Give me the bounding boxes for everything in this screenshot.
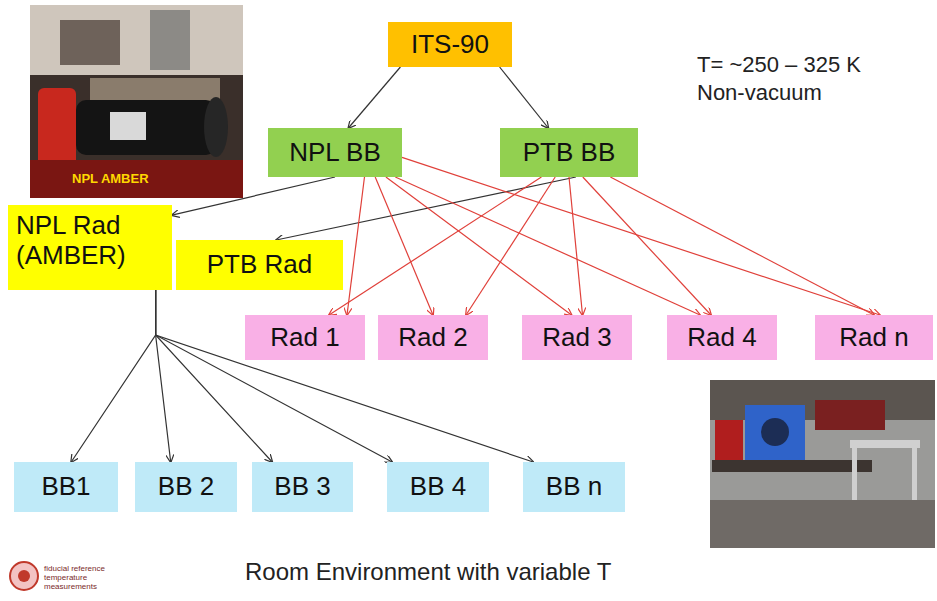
box-text: Rad 4 (687, 323, 756, 353)
photo-table (712, 460, 872, 472)
condition-note: Non-vacuum (697, 80, 822, 105)
arrow-connector (156, 290, 393, 462)
arrow-connector (375, 177, 433, 315)
radiometer-box: Rad 3 (522, 315, 632, 360)
arrow-connector (172, 177, 335, 215)
box-text: NPL BB (289, 138, 381, 168)
arrow-connector (466, 177, 555, 315)
condition-note: T= ~250 – 325 K (697, 52, 861, 77)
radiometer-box: Rad 4 (667, 315, 777, 360)
photo-stand (150, 10, 190, 70)
arrow-connector (500, 67, 549, 128)
arrow-connector (386, 177, 572, 315)
box-text: NPL Rad (AMBER) (16, 211, 164, 271)
photo-red-cylinder (38, 88, 76, 168)
arrow-connector (156, 290, 171, 462)
photo-background (30, 5, 243, 198)
photo-instrument (60, 20, 120, 65)
radiometer-box: PTB Rad (176, 240, 343, 290)
blackbody-box: NPL BB (268, 128, 402, 177)
blackbody-box: BB n (523, 462, 625, 512)
logo (10, 562, 38, 590)
arrow-connector (329, 177, 541, 315)
box-text: PTB BB (523, 138, 615, 168)
blackbody-box: PTB BB (500, 128, 638, 177)
lab-photo (710, 380, 935, 548)
photo-aperture (761, 418, 789, 446)
blackbody-box: BB 3 (252, 462, 353, 512)
box-text: ITS-90 (411, 30, 489, 60)
photo-trolley (850, 440, 920, 448)
photo-wall (30, 5, 243, 75)
photo-floor (30, 160, 243, 198)
box-text: Rad n (839, 323, 908, 353)
radiometer-box: Rad 1 (245, 315, 365, 360)
radiometer-box: Rad n (815, 315, 933, 360)
photo-floor (710, 500, 935, 548)
box-text: BB 2 (158, 472, 214, 502)
radiometer-box: Rad 2 (378, 315, 488, 360)
arrow-connector (71, 290, 155, 462)
caption: Room Environment with variable T (245, 558, 611, 586)
photo-background (710, 380, 935, 548)
photo-display (110, 112, 146, 140)
photo-instrument (815, 400, 885, 430)
photo-blue-box (745, 405, 805, 460)
photo-black-tube (76, 100, 216, 155)
photo-red-unit (715, 420, 743, 460)
photo-flange (204, 97, 228, 157)
logo-core (18, 570, 30, 582)
box-text: Rad 1 (270, 323, 339, 353)
box-text: Rad 3 (542, 323, 611, 353)
box-text: BB1 (41, 472, 90, 502)
radiometer-box: NPL Rad (AMBER) (8, 205, 172, 290)
blackbody-box: BB 4 (387, 462, 489, 512)
blackbody-box: BB 2 (135, 462, 237, 512)
logo-text: fiducial reference temperature measureme… (44, 564, 126, 592)
box-text: PTB Rad (207, 250, 313, 280)
amber-photo (30, 5, 243, 198)
arrow-connector (348, 67, 400, 128)
arrow-connector (583, 177, 711, 315)
box-text: BB 3 (274, 472, 330, 502)
arrow-connector (276, 177, 576, 240)
box-text: BB n (546, 472, 602, 502)
blackbody-box: BB1 (14, 462, 118, 512)
logo-ring (10, 562, 38, 590)
arrow-connector (569, 177, 583, 315)
arrow-connector (156, 290, 534, 462)
arrow-connector (402, 157, 880, 315)
box-text: BB 4 (410, 472, 466, 502)
arrow-connector (395, 177, 700, 315)
arrow-connector (610, 177, 874, 315)
standard-box: ITS-90 (388, 22, 512, 67)
box-text: Rad 2 (398, 323, 467, 353)
photo-caption: NPL AMBER (72, 172, 149, 187)
